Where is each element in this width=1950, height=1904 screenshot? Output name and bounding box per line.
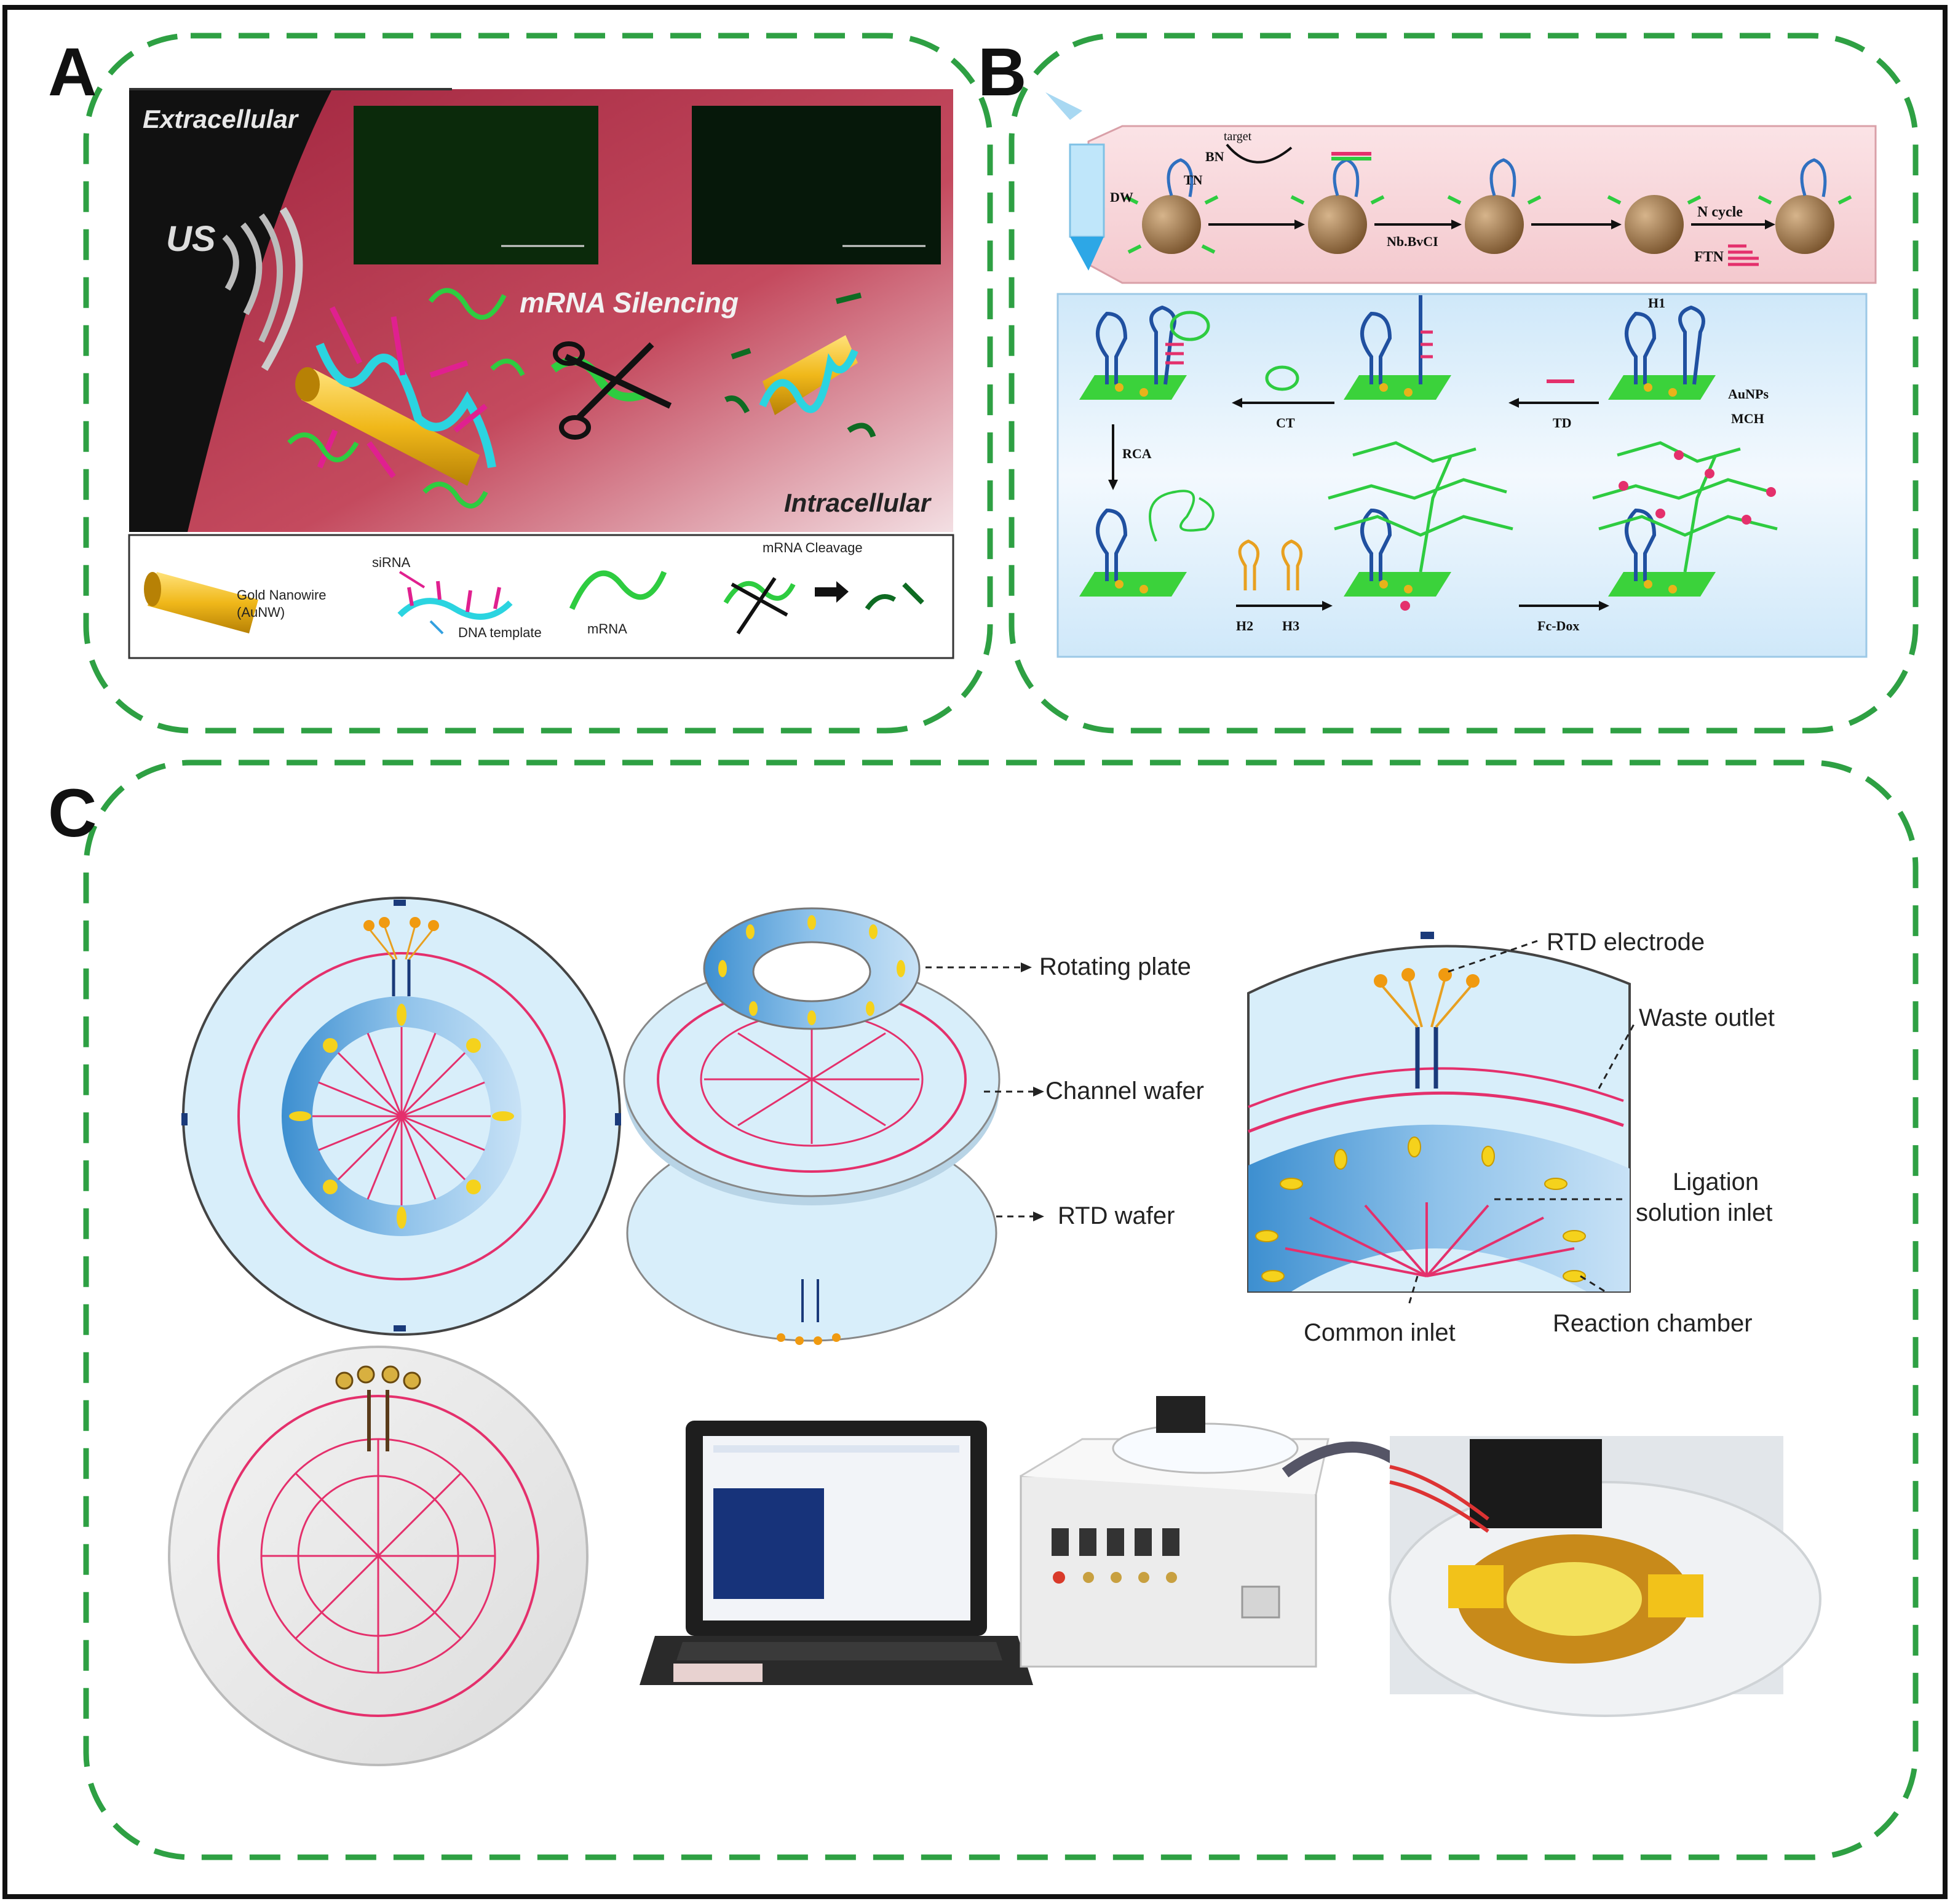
extracellular-label: Extracellular xyxy=(143,105,299,133)
chip-zoom-view xyxy=(1247,932,1631,1293)
bead-5 xyxy=(1775,195,1834,254)
label-rtd-electrode: RTD electrode xyxy=(1547,929,1705,956)
panel-b-border xyxy=(1009,33,1919,734)
scissors-icon xyxy=(550,341,672,440)
legend-gold-nanowire: Gold Nanowire xyxy=(237,587,327,603)
panel-b-letter: B xyxy=(978,34,1026,110)
chip-top-view xyxy=(181,897,621,1336)
label-bn: BN xyxy=(1205,149,1224,164)
label-common-inlet: Common inlet xyxy=(1304,1319,1456,1346)
label-ftn: FTN xyxy=(1694,249,1724,265)
label-aunps: AuNPs xyxy=(1728,386,1769,402)
label-rca: RCA xyxy=(1122,446,1152,461)
label-target: target xyxy=(1224,130,1252,143)
fluorescence-image-bright xyxy=(354,106,598,264)
label-td: TD xyxy=(1553,415,1572,430)
chip-exploded-view xyxy=(623,907,1001,1345)
chip-photo xyxy=(168,1346,589,1766)
label-n-cycle: N cycle xyxy=(1697,204,1743,220)
label-dw: DW xyxy=(1110,189,1133,205)
panel-a-border xyxy=(83,33,993,734)
label-ligation: Ligation xyxy=(1673,1168,1759,1196)
bead-1 xyxy=(1142,195,1201,254)
laptop-photo xyxy=(640,1421,1033,1685)
panel-c-border xyxy=(83,760,1919,1860)
label-h3: H3 xyxy=(1282,618,1299,633)
legend-mrna: mRNA xyxy=(587,621,627,637)
label-h2: H2 xyxy=(1236,618,1253,633)
label-reaction-chamber: Reaction chamber xyxy=(1553,1310,1753,1337)
gold-nanowire-2 xyxy=(759,335,858,415)
panel-c-letter: C xyxy=(48,775,97,851)
bead-2 xyxy=(1308,195,1367,254)
us-label: US xyxy=(166,219,216,259)
device-closeup-photo xyxy=(1389,1436,1821,1717)
panel-c: Rotating plate Channel wafer RTD wafer xyxy=(168,897,1821,1766)
gold-nanowire-1 xyxy=(295,306,496,486)
outer-frame xyxy=(2,5,1948,1899)
label-rotating-plate: Rotating plate xyxy=(1039,953,1191,980)
legend-mrna-cleavage: mRNA Cleavage xyxy=(763,540,863,555)
label-tn: TN xyxy=(1184,172,1203,188)
legend-sirna: siRNA xyxy=(372,555,411,570)
intracellular-label: Intracellular xyxy=(784,488,932,517)
bead-4 xyxy=(1625,195,1684,254)
label-rtd-wafer: RTD wafer xyxy=(1058,1202,1175,1229)
controller-photo xyxy=(1020,1396,1330,1668)
label-fc-dox: Fc-Dox xyxy=(1537,618,1579,633)
label-nb-bvci: Nb.BvCI xyxy=(1387,234,1438,249)
label-ct: CT xyxy=(1276,415,1295,430)
label-mch: MCH xyxy=(1731,411,1764,426)
legend-aunw: (AuNW) xyxy=(237,605,285,620)
label-channel-wafer: Channel wafer xyxy=(1045,1077,1204,1105)
label-h1: H1 xyxy=(1648,295,1665,311)
bead-3 xyxy=(1465,195,1524,254)
label-solution-inlet: solution inlet xyxy=(1636,1199,1772,1226)
panel-a-letter: A xyxy=(48,34,97,110)
fluorescence-image-dim xyxy=(692,106,941,264)
label-waste-outlet: Waste outlet xyxy=(1639,1004,1775,1031)
panel-a: Extracellular Intracellular US mRNA Sile… xyxy=(128,88,954,659)
legend-dna-template: DNA template xyxy=(458,625,542,640)
panel-b: target BN DW TN Nb.BvCI N cycle FTN xyxy=(1045,92,1877,658)
mrna-silencing-label: mRNA Silencing xyxy=(520,287,739,319)
